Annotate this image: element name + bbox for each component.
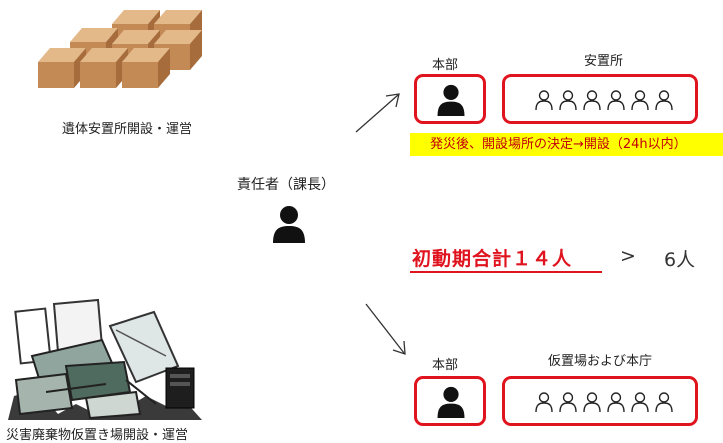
bottom-site-label: 仮置場および本庁 [548, 354, 653, 369]
top-site-staff [533, 89, 675, 111]
boxes-illustration [38, 8, 210, 90]
staff-person-icon [559, 392, 577, 413]
staff-person-icon [583, 392, 601, 413]
staff-person-icon [535, 392, 553, 413]
top-hq-person-icon [437, 84, 465, 116]
staff-person-icon [631, 392, 649, 413]
manager-label: 責任者（課長） [237, 177, 335, 193]
staff-person-icon [535, 90, 553, 111]
total-underline [410, 271, 602, 273]
compare-value: 6人 [664, 249, 696, 271]
bottom-hq-person-icon [437, 386, 465, 418]
bottom-site-staff [533, 391, 675, 413]
arrow-to-top [350, 88, 406, 138]
bottom-site-box [502, 376, 698, 426]
manager-person-icon [272, 205, 306, 243]
initial-total-label: 初動期合計１４人 [412, 248, 573, 270]
morgue-caption: 遺体安置所開設・運営 [62, 122, 193, 137]
debris-site-caption: 災害廃棄物仮置き場開設・運営 [6, 428, 189, 443]
staff-person-icon [607, 90, 625, 111]
staff-person-icon [559, 90, 577, 111]
top-hq-label: 本部 [432, 58, 459, 73]
top-site-box [502, 74, 698, 124]
staff-person-icon [583, 90, 601, 111]
top-hq-box [414, 74, 486, 124]
top-schedule-banner: 発災後、開設場所の決定→開設（24h以内） [410, 133, 723, 156]
arrow-to-bottom [362, 300, 412, 360]
staff-person-icon [655, 392, 673, 413]
comparator: > [620, 245, 636, 267]
staff-person-icon [607, 392, 625, 413]
debris-illustration [6, 296, 206, 422]
bottom-hq-label: 本部 [432, 358, 459, 373]
bottom-hq-box [414, 376, 486, 426]
top-site-label: 安置所 [584, 54, 624, 69]
staff-person-icon [655, 90, 673, 111]
staff-person-icon [631, 90, 649, 111]
